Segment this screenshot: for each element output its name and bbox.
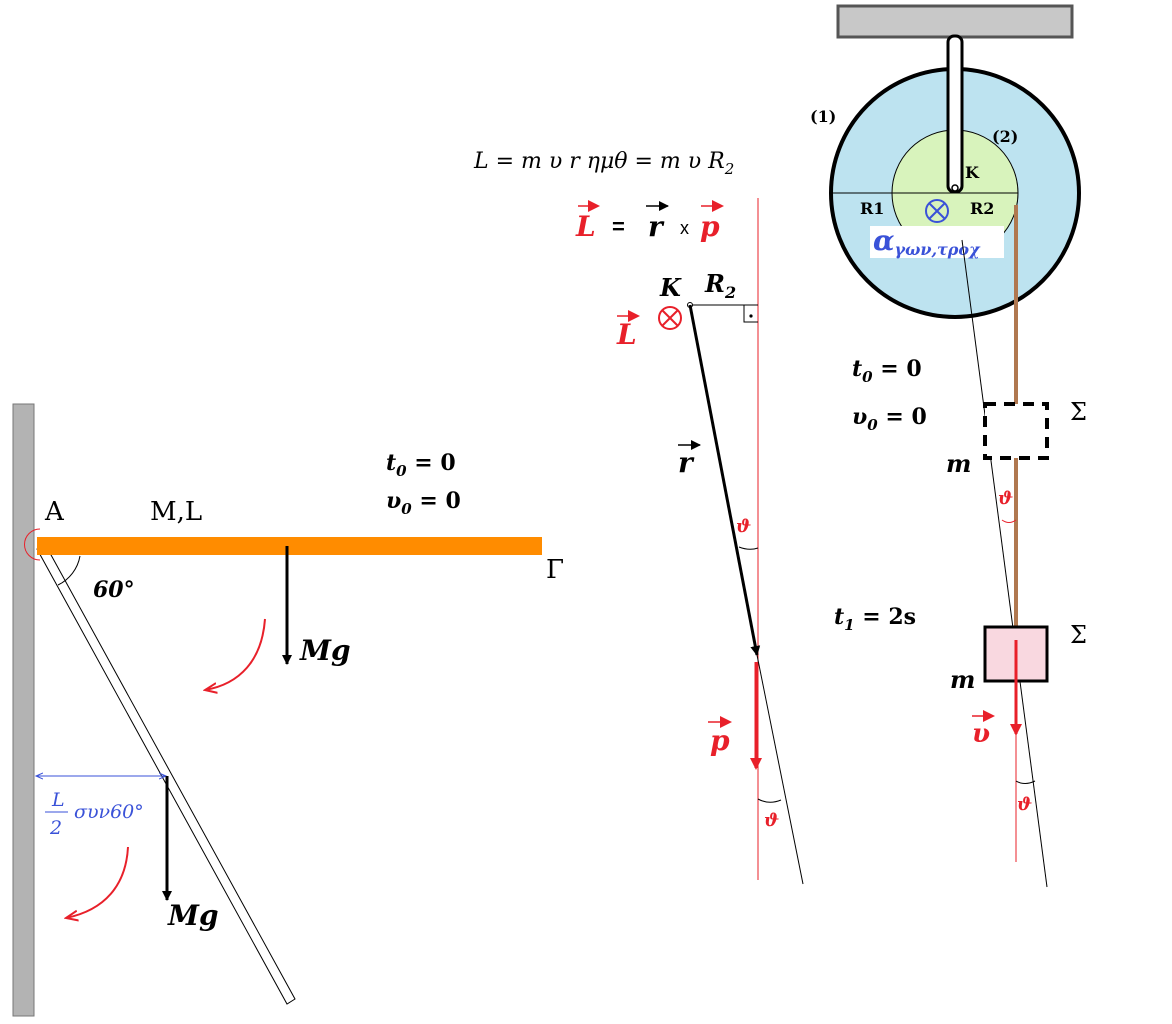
angle-label: 60°	[93, 577, 135, 603]
right-angle-marker	[743, 305, 758, 323]
angular-accel-label-bg	[870, 226, 1004, 258]
angle-arc-bottom-pulley	[1015, 780, 1036, 784]
rotation-arrow-bottom	[66, 846, 129, 918]
radius-label: R2	[704, 269, 736, 302]
angular-accel-label: αγων,τροχ	[873, 224, 981, 259]
velocity-label: υ	[972, 719, 990, 749]
r1-label: R1	[860, 199, 884, 218]
equation-equals: =	[612, 214, 625, 239]
right-angle-dot	[749, 314, 753, 318]
position-line	[961, 239, 1048, 888]
l-into-page-icon	[658, 306, 682, 330]
angular-accel-cross-b	[928, 202, 946, 220]
initial-time-label: t0 = 0	[386, 450, 456, 480]
cross-symbol: x	[680, 218, 689, 238]
momentum-formula: L = m υ r ημθ = m υ R2	[473, 149, 734, 178]
sigma-label-top: Σ	[1070, 398, 1087, 426]
horizontal-rod	[37, 537, 542, 555]
r2-label: R2	[970, 199, 994, 218]
pulley-diagram: (1) (2) K R1 R2 αγων,τροχ t0 = 0 υ0 = 0 …	[810, 4, 1087, 888]
rotation-arrow-top	[205, 618, 266, 690]
rotated-rod	[36, 543, 296, 1005]
mass-length-label: M,L	[150, 497, 202, 527]
l-label: L	[616, 318, 637, 351]
position-vector	[688, 304, 761, 656]
wall	[12, 403, 35, 1017]
angle-arc	[57, 555, 81, 586]
mass-label-bottom: m	[950, 665, 975, 694]
vec-p-symbol: p	[700, 210, 720, 243]
point-gamma-label: Γ	[546, 555, 564, 585]
point-a-label: A	[44, 497, 65, 527]
angle-label-mid: ϑ	[998, 488, 1013, 509]
l-into-page-cross-b	[661, 309, 679, 327]
support-rod	[946, 34, 964, 194]
weight-label-bottom: Mg	[167, 899, 219, 932]
angle-arc-bottom	[757, 798, 782, 803]
final-time-label: t1 = 2s	[834, 604, 916, 634]
mass-label-top: m	[946, 449, 971, 478]
axle-label: K	[965, 163, 980, 182]
lever-arm-numerator: L	[51, 789, 65, 811]
pivot-arc	[24, 528, 41, 561]
pulley-initial-velocity-label: υ0 = 0	[852, 404, 927, 434]
point-k-label: K	[659, 273, 682, 302]
angle-label-bottom: ϑ	[764, 810, 779, 831]
ceiling	[836, 4, 1074, 39]
vec-r-symbol: r	[648, 210, 665, 243]
angular-accel-into-page-icon	[925, 199, 949, 223]
vec-l-symbol: L	[575, 210, 596, 243]
sigma-label-bottom: Σ	[1070, 621, 1087, 649]
block-initial-position	[983, 402, 1049, 460]
inner-disk-label: (2)	[992, 127, 1018, 146]
weight-label-top: Mg	[299, 634, 351, 667]
lever-arm-denominator: 2	[49, 817, 62, 839]
rod-diagram: A M,L Γ t0 = 0 υ0 = 0 60° Mg L 2 συν60° …	[12, 403, 564, 1017]
p-label: p	[710, 724, 730, 757]
axle	[951, 184, 959, 192]
extension-line	[756, 654, 804, 885]
lever-arm-text: συν60°	[74, 801, 144, 823]
pulley-initial-time-label: t0 = 0	[852, 356, 922, 386]
angle-arc-mid	[1001, 519, 1017, 523]
outer-disk-label: (1)	[810, 107, 836, 126]
angle-label-top: ϑ	[736, 516, 751, 537]
r-label: r	[678, 446, 695, 479]
initial-velocity-label: υ0 = 0	[386, 488, 461, 518]
angle-label-bottom-pulley: ϑ	[1017, 794, 1032, 815]
momentum-diagram: L = m υ r ημθ = m υ R2 L = r x p K R2 L …	[473, 149, 804, 885]
angle-arc-top	[738, 546, 759, 550]
